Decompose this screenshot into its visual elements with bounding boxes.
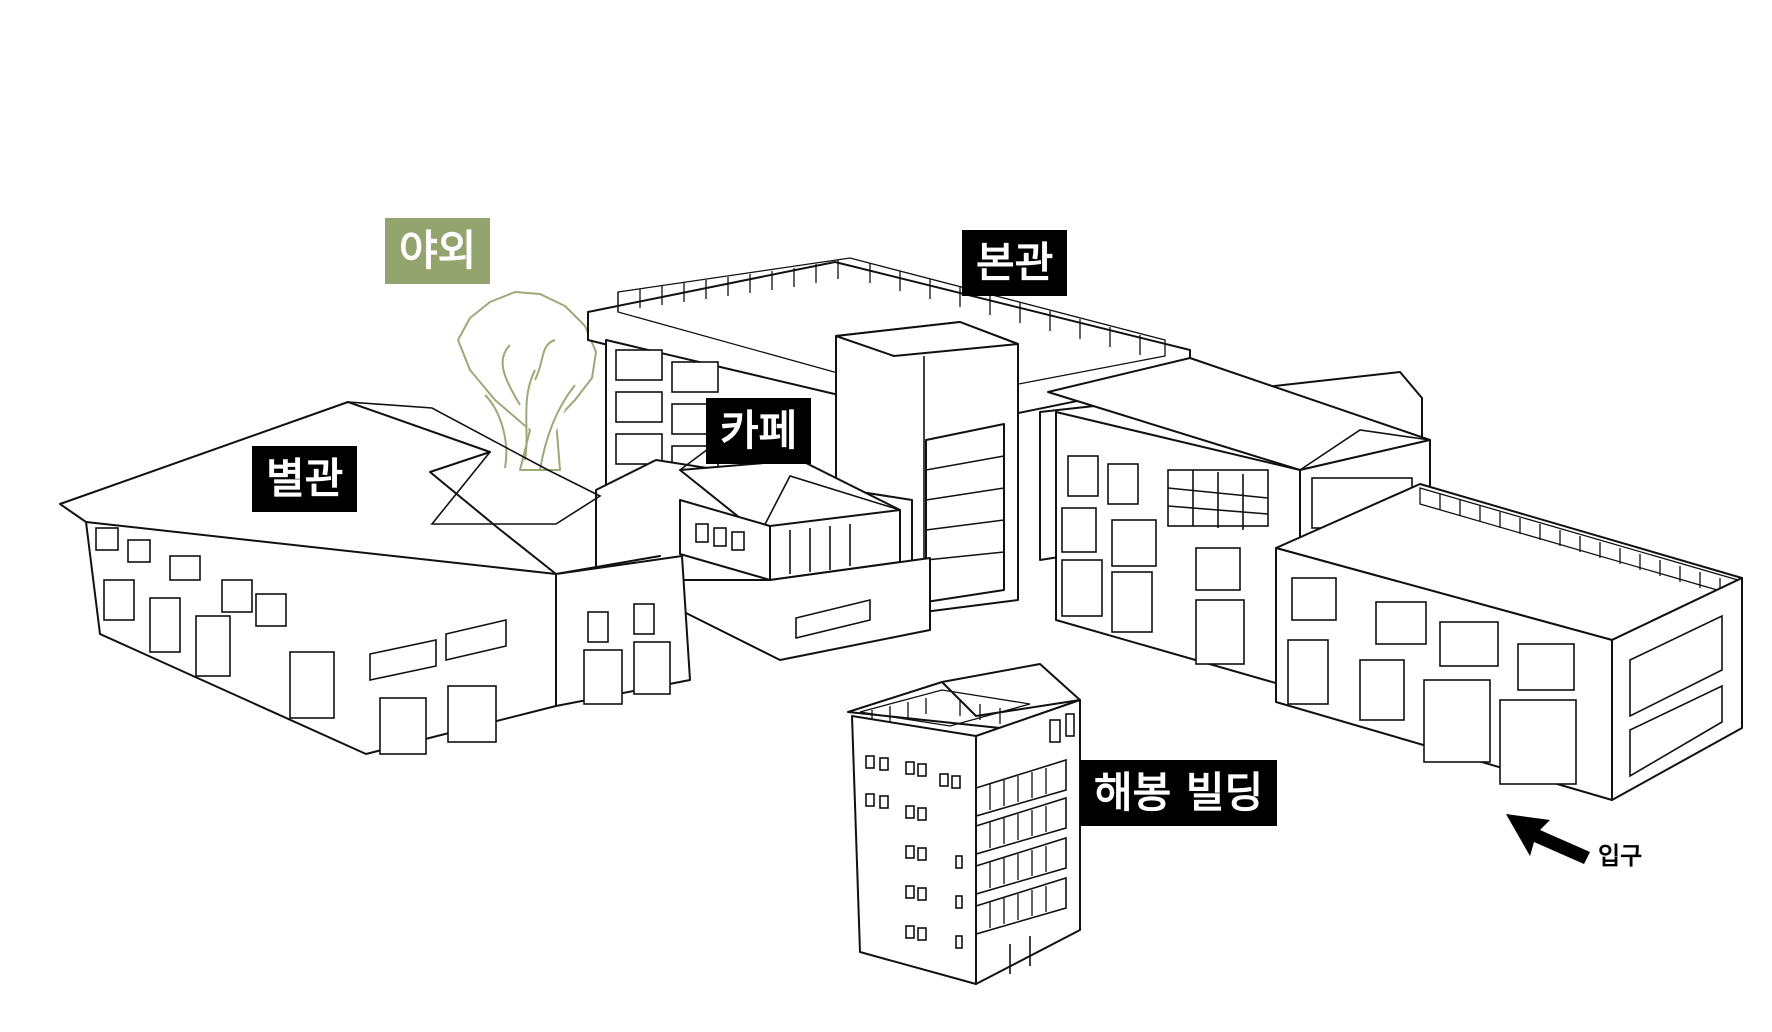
tree-icon <box>457 291 597 471</box>
label-cafe[interactable]: 카페 <box>706 398 812 464</box>
label-main-building[interactable]: 본관 <box>962 230 1068 296</box>
haebong-balconies <box>975 713 1075 974</box>
annex-building[interactable] <box>59 401 691 755</box>
main-long-windows <box>1287 577 1723 785</box>
label-annex[interactable]: 별관 <box>252 446 358 512</box>
main-building[interactable] <box>587 257 1743 801</box>
label-annex-text: 별관 <box>266 454 344 503</box>
entrance-label[interactable]: 입구 <box>1598 842 1643 870</box>
label-main-building-text: 본관 <box>976 238 1054 287</box>
label-outdoor[interactable]: 야외 <box>385 218 491 284</box>
label-cafe-text: 카페 <box>720 406 798 455</box>
label-haebong-building-text: 해봉 빌딩 <box>1094 768 1264 817</box>
haebong-building[interactable] <box>847 663 1081 985</box>
label-outdoor-text: 야외 <box>399 226 477 275</box>
annex-windows <box>95 527 671 755</box>
arrow-up-left-icon <box>1506 814 1590 864</box>
haebong-windows <box>865 755 963 949</box>
label-haebong-building[interactable]: 해봉 빌딩 <box>1080 760 1278 826</box>
